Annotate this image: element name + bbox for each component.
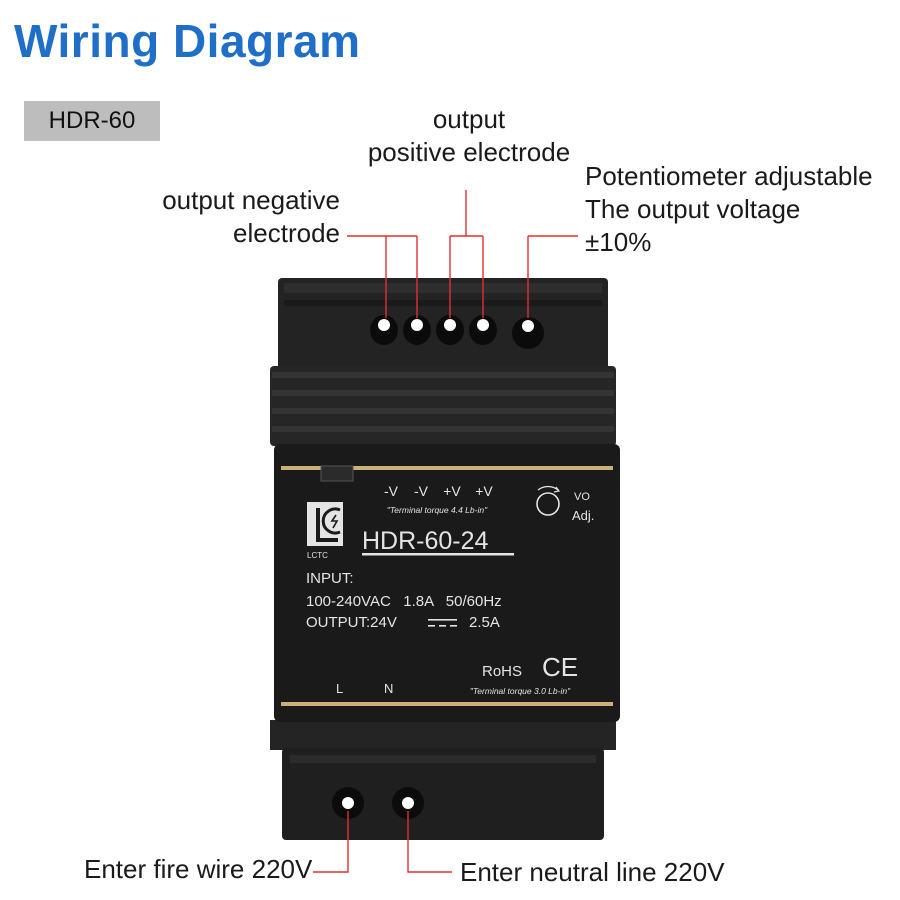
panel-label-neg1: -V xyxy=(384,483,399,499)
output-spec: OUTPUT:24V xyxy=(306,614,397,631)
rohs-mark: RoHS xyxy=(482,663,522,680)
bottom-terminal-holes xyxy=(332,787,424,819)
top-terminal-holes xyxy=(370,315,544,349)
panel-label-pos2: +V xyxy=(475,483,493,499)
panel-label-N: N xyxy=(384,681,393,696)
callout-neutral-line: Enter neutral line 220V xyxy=(460,857,725,887)
top-torque-text: "Terminal torque 4.4 Lb-in" xyxy=(387,505,488,515)
panel-model-text: HDR-60-24 xyxy=(362,527,489,555)
panel-label-L: L xyxy=(336,681,343,696)
vo-label: VO xyxy=(574,491,590,503)
callout-potentiometer: Potentiometer adjustable The output volt… xyxy=(585,161,873,257)
potentiometer-screw xyxy=(522,320,534,332)
dc-symbol-icon xyxy=(428,619,457,627)
terminal-pos2-screw xyxy=(477,319,489,331)
page-title: Wiring Diagram xyxy=(14,15,361,67)
terminal-L-screw xyxy=(342,797,354,809)
fire-wire-leader xyxy=(313,811,349,873)
terminal-N-screw xyxy=(402,797,414,809)
bottom-torque-text: "Terminal torque 3.0 Lb-in" xyxy=(470,686,571,696)
brand-logo-icon xyxy=(307,502,343,546)
callout-output-negative: output negative electrode xyxy=(162,185,340,248)
input-spec: 100-240VAC 1.8A 50/60Hz xyxy=(306,593,502,610)
panel-label-pos1: +V xyxy=(443,483,461,499)
brand-text: LCTC xyxy=(307,551,328,560)
panel-label-neg2: -V xyxy=(414,483,429,499)
led-window xyxy=(320,465,354,482)
terminal-neg2-screw xyxy=(411,319,423,331)
lower-housing xyxy=(270,720,616,840)
ridged-housing xyxy=(270,366,616,446)
terminal-pos1-screw xyxy=(444,319,456,331)
ce-mark: CE xyxy=(542,652,578,682)
model-tag: HDR-60 xyxy=(24,101,160,141)
potentiometer-knob-icon xyxy=(536,485,561,516)
callout-output-positive: output positive electrode xyxy=(367,104,571,167)
output-current: 2.5A xyxy=(469,614,500,631)
callout-leader-lines xyxy=(313,190,578,873)
adj-label: Adj. xyxy=(572,508,594,523)
input-label: INPUT: xyxy=(306,570,354,587)
terminal-neg1-screw xyxy=(378,319,390,331)
callout-fire-wire: Enter fire wire 220V xyxy=(84,854,313,884)
neutral-line-leader xyxy=(407,811,452,873)
label-panel: -V -V +V +V "Terminal torque 4.4 Lb-in" … xyxy=(274,444,620,722)
